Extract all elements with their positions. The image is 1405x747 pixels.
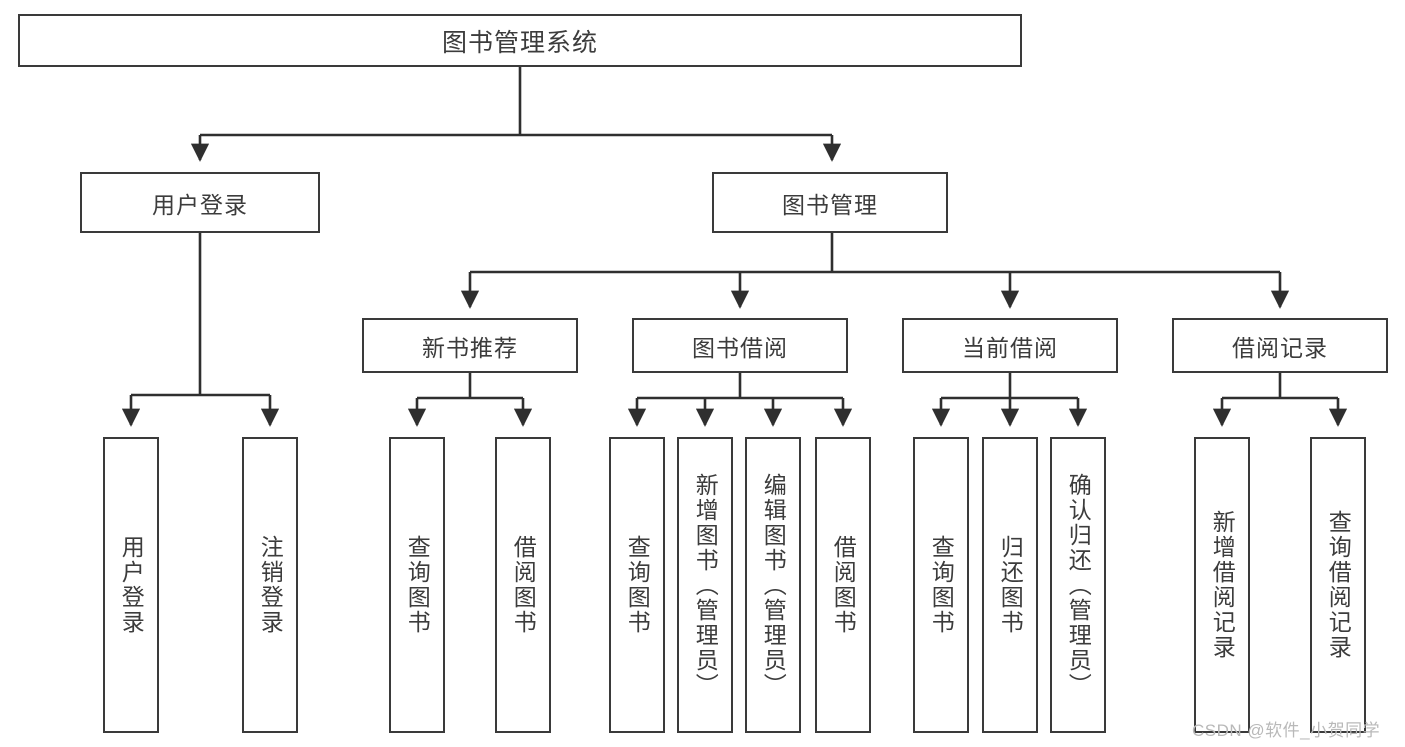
- node-book-borrow[interactable]: 图书借阅: [632, 318, 848, 373]
- node-label: 用户登录: [118, 535, 145, 635]
- leaf-query-borrow-record[interactable]: 查询借阅记录: [1310, 437, 1366, 733]
- node-label: 当前借阅: [962, 334, 1058, 361]
- node-label: 确认归还（管理员）: [1065, 472, 1092, 698]
- node-label: 查询图书: [624, 535, 651, 635]
- node-label: 注销登录: [257, 535, 284, 635]
- node-label: 新增图书（管理员）: [692, 472, 719, 698]
- leaf-logout[interactable]: 注销登录: [242, 437, 298, 733]
- node-label: 新增借阅记录: [1209, 510, 1236, 660]
- node-book-management[interactable]: 图书管理: [712, 172, 948, 233]
- leaf-borrow-book[interactable]: 借阅图书: [815, 437, 871, 733]
- node-new-book-recommend[interactable]: 新书推荐: [362, 318, 578, 373]
- leaf-query-book-current[interactable]: 查询图书: [913, 437, 969, 733]
- node-label: 查询借阅记录: [1325, 510, 1352, 660]
- leaf-add-book-admin[interactable]: 新增图书（管理员）: [677, 437, 733, 733]
- node-current-borrow[interactable]: 当前借阅: [902, 318, 1118, 373]
- leaf-confirm-return-admin[interactable]: 确认归还（管理员）: [1050, 437, 1106, 733]
- leaf-return-book[interactable]: 归还图书: [982, 437, 1038, 733]
- node-label: 图书借阅: [692, 334, 788, 361]
- node-user-login[interactable]: 用户登录: [80, 172, 320, 233]
- csdn-watermark: CSDN @软件_小贺同学: [1192, 721, 1381, 740]
- node-label: 新书推荐: [422, 334, 518, 361]
- node-label: 查询图书: [928, 535, 955, 635]
- node-label: 借阅图书: [510, 535, 537, 635]
- node-label: 用户登录: [152, 191, 248, 218]
- leaf-user-login[interactable]: 用户登录: [103, 437, 159, 733]
- leaf-edit-book-admin[interactable]: 编辑图书（管理员）: [745, 437, 801, 733]
- node-root-system[interactable]: 图书管理系统: [18, 14, 1022, 67]
- node-label: 图书管理: [782, 191, 878, 218]
- leaf-query-book-recommend[interactable]: 查询图书: [389, 437, 445, 733]
- node-label: 查询图书: [404, 535, 431, 635]
- node-borrow-record[interactable]: 借阅记录: [1172, 318, 1388, 373]
- node-label: 归还图书: [997, 535, 1024, 635]
- node-label: 借阅图书: [830, 535, 857, 635]
- leaf-query-book-borrow[interactable]: 查询图书: [609, 437, 665, 733]
- leaf-borrow-book-recommend[interactable]: 借阅图书: [495, 437, 551, 733]
- node-label: 编辑图书（管理员）: [760, 472, 787, 698]
- node-label: 借阅记录: [1232, 334, 1328, 361]
- node-label: 图书管理系统: [441, 28, 598, 57]
- leaf-add-borrow-record[interactable]: 新增借阅记录: [1194, 437, 1250, 733]
